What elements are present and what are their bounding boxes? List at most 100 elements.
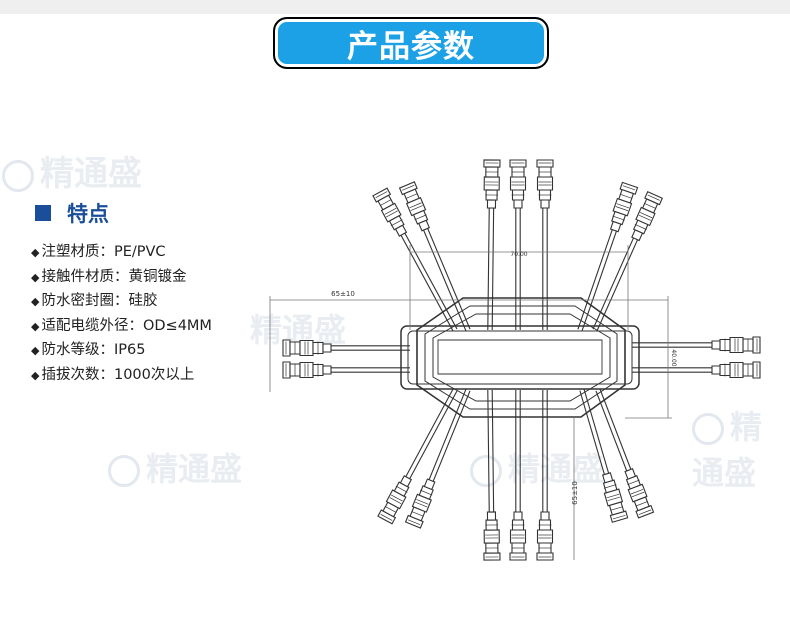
connector-part xyxy=(711,365,721,375)
connector-rib xyxy=(644,203,657,209)
connector-part xyxy=(513,511,523,521)
connector-part xyxy=(509,159,527,168)
features-list: ◆注塑材质：PE/PVC ◆接触件材质：黄铜镀金 ◆防水密封圈：硅胶 ◆适配电缆… xyxy=(31,240,212,387)
diamond-bullet-icon: ◆ xyxy=(31,319,40,333)
watermark-logo-icon xyxy=(2,159,34,192)
watermark-logo-icon xyxy=(692,413,724,445)
connector-part xyxy=(299,361,314,379)
connector-part xyxy=(509,529,527,544)
connector-rib xyxy=(647,194,660,201)
diamond-bullet-icon: ◆ xyxy=(31,344,40,357)
connector-rib xyxy=(606,493,620,499)
connector-rib xyxy=(415,501,428,508)
connector-rib xyxy=(420,489,433,496)
cable-group xyxy=(282,159,761,561)
connector-rib xyxy=(407,519,421,525)
connector-part xyxy=(536,176,554,191)
connector-part xyxy=(536,552,554,561)
connector-part xyxy=(509,176,527,191)
dimension-lines xyxy=(269,245,672,560)
connector-part xyxy=(282,361,291,379)
connector-part xyxy=(540,199,550,209)
dim-bottom-label: 65±10 xyxy=(571,481,579,505)
dim-left-label: 65±10 xyxy=(331,290,355,298)
connector-part xyxy=(631,229,644,242)
connector-rib xyxy=(619,193,633,199)
connector-part xyxy=(513,199,523,209)
connector-rib xyxy=(402,184,415,191)
feature-item: ◆适配电缆外径：OD≤4MM xyxy=(31,317,212,334)
watermark: 精通盛 xyxy=(108,444,242,490)
connector-part xyxy=(609,510,629,523)
connector-rib xyxy=(612,215,625,221)
dim-right-label: 40.00 xyxy=(670,349,677,366)
connector-part xyxy=(486,199,497,209)
connector-part xyxy=(627,483,648,503)
connector-part xyxy=(394,224,408,237)
connector-rib xyxy=(615,206,629,212)
connector-part xyxy=(602,472,614,484)
watermark-logo-icon xyxy=(470,455,502,487)
connector-rib xyxy=(639,212,653,219)
feature-item: ◆注塑材质：PE/PVC xyxy=(31,244,166,260)
connector-part xyxy=(483,529,500,544)
connector-part xyxy=(405,197,427,217)
connector-part xyxy=(609,220,622,233)
connector-part xyxy=(486,511,497,521)
connector-part xyxy=(377,509,397,525)
connector-part xyxy=(399,475,413,488)
splitter-body xyxy=(400,297,640,418)
diamond-bullet-icon: ◆ xyxy=(31,295,40,308)
connector-part xyxy=(418,219,431,232)
connector-rib xyxy=(380,513,393,521)
connector-rib xyxy=(390,219,403,227)
diamond-bullet-icon: ◆ xyxy=(31,246,40,259)
connector-rib xyxy=(390,494,403,502)
connector-part xyxy=(729,361,744,379)
connector-part xyxy=(322,343,332,353)
connector-rib xyxy=(616,203,630,209)
section-title: 产品参数 xyxy=(347,28,475,65)
watermark: 精通盛 xyxy=(470,444,604,490)
connector-part xyxy=(372,187,392,203)
connector-rib xyxy=(386,210,398,218)
connector-part xyxy=(282,339,291,357)
connector-part xyxy=(536,159,554,168)
connector-rib xyxy=(414,214,427,221)
connector-part xyxy=(483,159,501,168)
connector-part xyxy=(483,176,500,191)
connector-rib xyxy=(405,193,418,199)
connector-rib xyxy=(409,202,422,209)
watermark: 精通盛 xyxy=(2,146,142,195)
connector-part xyxy=(509,552,527,561)
connector-part xyxy=(299,339,314,357)
top-band xyxy=(0,0,790,14)
connector-part xyxy=(612,197,633,217)
connector-part xyxy=(423,478,436,491)
watermark: 精通盛 xyxy=(692,408,763,492)
connector-rib xyxy=(635,501,648,507)
feature-item: ◆插拔次数：1000次以上 xyxy=(31,366,195,383)
connector-part xyxy=(635,504,655,519)
diamond-bullet-icon: ◆ xyxy=(31,368,40,382)
connector-rib xyxy=(384,506,397,513)
feature-item: ◆接触件材质：黄铜镀金 xyxy=(31,268,187,285)
dim-top-label: 70.00 xyxy=(510,251,527,258)
connector-part xyxy=(540,511,550,521)
connector-part xyxy=(619,181,639,195)
connector-rib xyxy=(607,496,621,502)
connector-part xyxy=(483,552,501,561)
connector-rib xyxy=(411,511,424,517)
connector-part xyxy=(536,529,554,544)
connector-rib xyxy=(384,207,397,215)
connector-rib xyxy=(375,191,388,199)
connector-part xyxy=(711,340,721,350)
connector-part xyxy=(322,365,332,375)
connector-part xyxy=(752,336,761,354)
connector-part xyxy=(729,336,744,354)
connector-rib xyxy=(631,491,645,498)
section-title-banner: 产品参数 xyxy=(273,17,549,69)
connector-part xyxy=(404,514,424,529)
connector-part xyxy=(644,191,664,206)
